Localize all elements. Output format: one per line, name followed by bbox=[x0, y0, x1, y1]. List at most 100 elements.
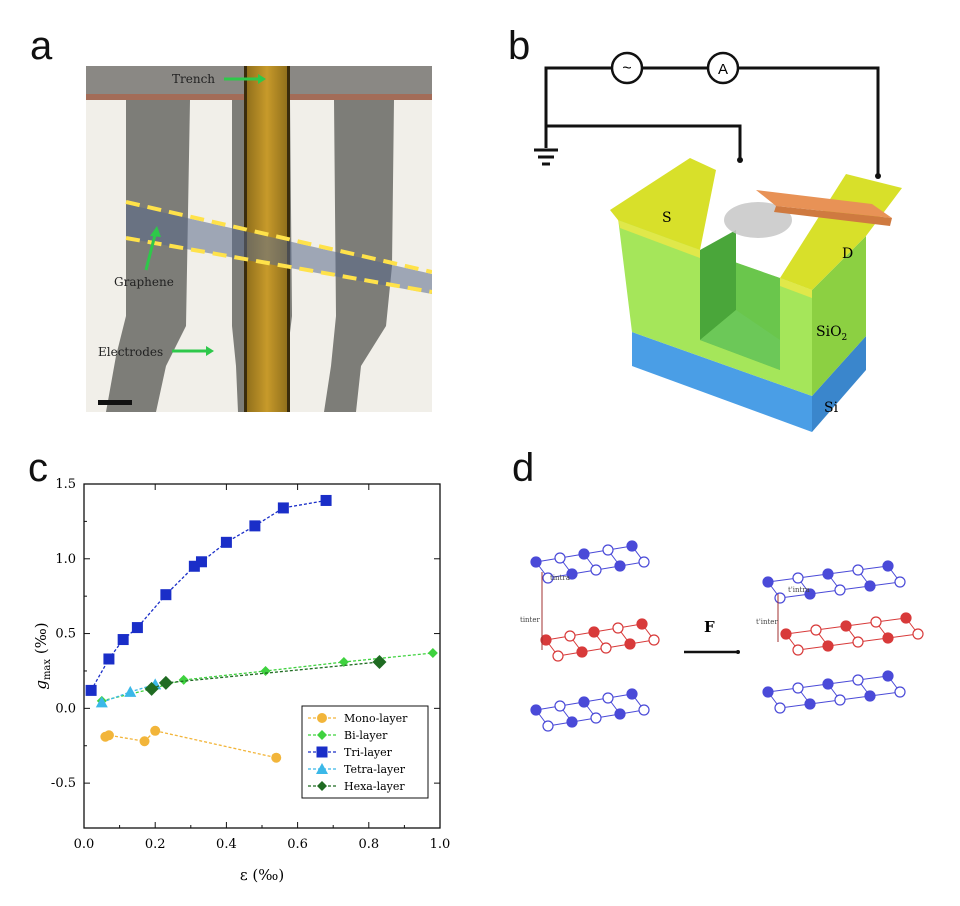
data-point bbox=[95, 696, 108, 708]
oxide-label: SiO2 bbox=[816, 324, 847, 343]
atom bbox=[602, 544, 614, 556]
atom bbox=[780, 628, 792, 640]
micrograph-image: Trench Graphene Electrodes bbox=[86, 66, 433, 412]
x-tick-label: 0.8 bbox=[358, 837, 379, 852]
series-tri-layer bbox=[85, 494, 332, 696]
x-tick-label: 0.2 bbox=[145, 837, 166, 852]
legend-label: Hexa-layer bbox=[344, 780, 405, 793]
panel-letter-d: d bbox=[512, 446, 535, 490]
atom bbox=[614, 708, 626, 720]
atom bbox=[530, 704, 542, 716]
data-point bbox=[178, 674, 189, 685]
scale-bar bbox=[98, 400, 132, 405]
y-tick-label: 0.0 bbox=[55, 701, 76, 716]
trench-label: Trench bbox=[172, 72, 215, 86]
data-point bbox=[249, 520, 261, 532]
atom bbox=[792, 682, 804, 694]
data-point bbox=[150, 725, 161, 736]
panel-letter-c: c bbox=[28, 446, 48, 490]
bottom-layer-strained bbox=[762, 670, 906, 714]
top-layer bbox=[530, 540, 650, 584]
middle-layer-strained bbox=[780, 612, 924, 656]
data-point bbox=[117, 634, 129, 646]
data-point bbox=[131, 622, 143, 634]
drain-label: D bbox=[842, 246, 853, 262]
y-tick-label: 1.0 bbox=[55, 552, 76, 567]
atom bbox=[894, 576, 906, 588]
data-point bbox=[195, 556, 207, 568]
atom bbox=[864, 690, 876, 702]
atom bbox=[540, 634, 552, 646]
data-point bbox=[158, 675, 173, 690]
ac-source-icon bbox=[610, 51, 644, 85]
atom bbox=[564, 630, 576, 642]
legend-label: Tetra-layer bbox=[344, 763, 406, 776]
y-tick-label: 0.5 bbox=[55, 627, 76, 642]
source-electrode bbox=[610, 158, 716, 250]
t-intra-label: tintra bbox=[550, 574, 570, 582]
data-point bbox=[427, 648, 438, 659]
legend-item: Mono-layer bbox=[308, 712, 408, 725]
data-point bbox=[160, 589, 172, 601]
x-tick-label: 0.6 bbox=[287, 837, 308, 852]
data-point bbox=[85, 684, 97, 696]
data-point bbox=[103, 653, 115, 665]
x-tick-label: 0.4 bbox=[216, 837, 237, 852]
lattice-diagram: F tintra tinter t'intra t'inter bbox=[520, 540, 924, 732]
bottom-layer bbox=[530, 688, 650, 732]
atom bbox=[900, 612, 912, 624]
data-point bbox=[271, 752, 282, 763]
force-label: F bbox=[704, 618, 715, 636]
data-point bbox=[260, 665, 271, 676]
panel-letter-a: a bbox=[30, 24, 53, 68]
atom bbox=[852, 674, 864, 686]
device-schematic: ~ A S D SiO2 bbox=[534, 51, 902, 432]
series-line bbox=[105, 730, 277, 759]
graphene-outline bbox=[125, 236, 433, 294]
atom bbox=[882, 670, 894, 682]
atom bbox=[822, 678, 834, 690]
y-tick-label: 1.5 bbox=[55, 477, 76, 492]
atom bbox=[602, 692, 614, 704]
panel-letter-b: b bbox=[508, 24, 531, 68]
drain-electrode bbox=[780, 174, 902, 290]
ground-icon bbox=[534, 148, 558, 166]
graphene-outline bbox=[125, 200, 433, 274]
panel-a-micrograph: Trench Graphene Electrodes bbox=[86, 66, 433, 412]
circuit-wire bbox=[544, 66, 612, 130]
t-inter-label-after: t'inter bbox=[756, 618, 778, 626]
atom bbox=[774, 702, 786, 714]
data-point bbox=[139, 736, 150, 747]
series-line bbox=[90, 499, 327, 691]
atom bbox=[576, 646, 588, 658]
atom bbox=[762, 576, 774, 588]
graphene-strip bbox=[126, 204, 432, 294]
data-point bbox=[103, 730, 114, 741]
si-layer bbox=[632, 332, 812, 432]
top-layer-strained bbox=[762, 560, 906, 604]
middle-layer bbox=[540, 618, 660, 662]
ammeter-icon bbox=[706, 51, 740, 85]
data-point bbox=[277, 502, 289, 514]
atom bbox=[636, 618, 648, 630]
panel-b-device-schematic: ~ A S D SiO2 bbox=[520, 40, 960, 440]
atom bbox=[882, 632, 894, 644]
atom bbox=[554, 700, 566, 712]
legend-item: Tri-layer bbox=[308, 746, 393, 759]
atom bbox=[626, 688, 638, 700]
legend-marker bbox=[316, 746, 328, 758]
ac-source-symbol: ~ bbox=[622, 60, 631, 77]
x-axis-label: ε (‰) bbox=[240, 866, 284, 884]
atom bbox=[590, 712, 602, 724]
atom bbox=[530, 556, 542, 568]
atom bbox=[792, 644, 804, 656]
atom bbox=[894, 686, 906, 698]
legend-marker bbox=[317, 730, 327, 740]
substrate-label: Si bbox=[824, 400, 839, 416]
atom bbox=[864, 580, 876, 592]
atom bbox=[852, 636, 864, 648]
atom bbox=[554, 552, 566, 564]
atom bbox=[870, 616, 882, 628]
series-mono-layer bbox=[100, 725, 282, 763]
